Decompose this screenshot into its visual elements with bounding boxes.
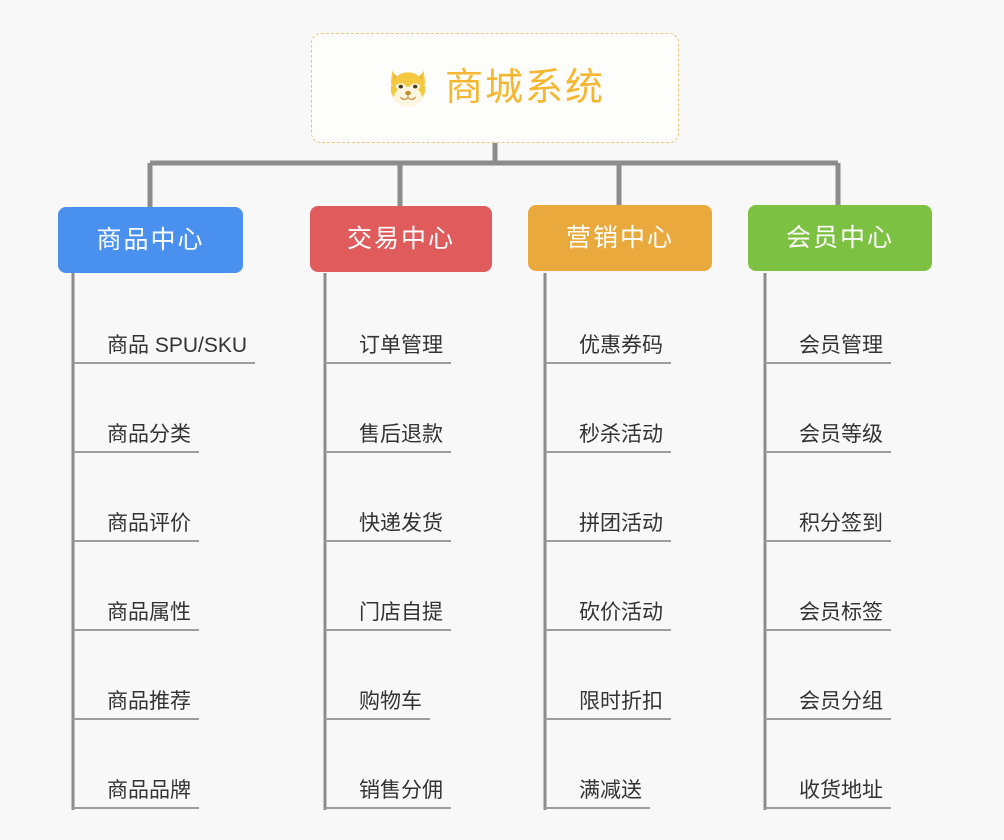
leaf-column-product-center: 商品 SPU/SKU 商品分类 商品评价 商品属性 商品推荐 商品品牌 xyxy=(73,275,256,809)
leaf-label: 积分签到 xyxy=(765,513,891,542)
leaf-label: 商品分类 xyxy=(73,424,199,453)
leaf-item[interactable]: 优惠券码 xyxy=(545,275,671,364)
leaf-item[interactable]: 会员分组 xyxy=(765,631,891,720)
root-title: 商城系统 xyxy=(444,67,605,109)
root-node[interactable]: 商城系统 xyxy=(311,33,679,143)
leaf-label: 满减送 xyxy=(545,780,650,809)
category-header-product-center[interactable]: 商品中心 xyxy=(58,207,243,273)
leaf-item[interactable]: 会员管理 xyxy=(765,275,891,364)
leaf-label: 售后退款 xyxy=(325,424,451,453)
leaf-label: 商品 SPU/SKU xyxy=(73,335,256,364)
leaf-label: 门店自提 xyxy=(325,602,451,631)
leaf-item[interactable]: 商品分类 xyxy=(73,364,255,453)
leaf-label: 销售分佣 xyxy=(325,780,451,809)
leaf-item[interactable]: 商品 SPU/SKU xyxy=(73,275,256,364)
leaf-label: 购物车 xyxy=(325,691,430,720)
leaf-item[interactable]: 商品属性 xyxy=(73,542,255,631)
category-label: 会员中心 xyxy=(785,223,894,252)
leaf-label: 会员分组 xyxy=(765,691,891,720)
leaf-label: 拼团活动 xyxy=(545,513,671,542)
leaf-item[interactable]: 秒杀活动 xyxy=(545,364,671,453)
category-header-marketing-center[interactable]: 营销中心 xyxy=(528,205,712,271)
leaf-label: 商品属性 xyxy=(73,602,199,631)
leaf-label: 订单管理 xyxy=(325,335,451,364)
leaf-label: 收货地址 xyxy=(765,780,891,809)
leaf-label: 会员管理 xyxy=(765,335,891,364)
leaf-item[interactable]: 商品评价 xyxy=(73,453,255,542)
leaf-item[interactable]: 订单管理 xyxy=(325,275,451,364)
leaf-item[interactable]: 商品品牌 xyxy=(73,720,255,809)
category-label: 交易中心 xyxy=(346,224,455,253)
leaf-label: 限时折扣 xyxy=(545,691,671,720)
leaf-item[interactable]: 积分签到 xyxy=(765,453,891,542)
leaf-item[interactable]: 快递发货 xyxy=(325,453,451,542)
leaf-item[interactable]: 会员标签 xyxy=(765,542,891,631)
leaf-label: 会员标签 xyxy=(765,602,891,631)
leaf-item[interactable]: 满减送 xyxy=(545,720,671,809)
leaf-item[interactable]: 销售分佣 xyxy=(325,720,451,809)
leaf-item[interactable]: 砍价活动 xyxy=(545,542,671,631)
leaf-item[interactable]: 售后退款 xyxy=(325,364,451,453)
leaf-label: 会员等级 xyxy=(765,424,891,453)
leaf-label: 砍价活动 xyxy=(545,602,671,631)
leaf-item[interactable]: 门店自提 xyxy=(325,542,451,631)
leaf-item[interactable]: 拼团活动 xyxy=(545,453,671,542)
leaf-item[interactable]: 收货地址 xyxy=(765,720,891,809)
leaf-label: 秒杀活动 xyxy=(545,424,671,453)
category-label: 营销中心 xyxy=(565,223,674,252)
category-header-member-center[interactable]: 会员中心 xyxy=(748,205,932,271)
leaf-label: 优惠券码 xyxy=(545,335,671,364)
leaf-column-marketing-center: 优惠券码 秒杀活动 拼团活动 砍价活动 限时折扣 满减送 xyxy=(545,275,671,809)
leaf-item[interactable]: 购物车 xyxy=(325,631,451,720)
leaf-item[interactable]: 限时折扣 xyxy=(545,631,671,720)
leaf-column-trade-center: 订单管理 售后退款 快递发货 门店自提 购物车 销售分佣 xyxy=(325,275,451,809)
leaf-label: 快递发货 xyxy=(325,513,451,542)
leaf-label: 商品品牌 xyxy=(73,780,199,809)
shiba-dog-face-icon xyxy=(390,70,426,107)
leaf-label: 商品推荐 xyxy=(73,691,199,720)
leaf-item[interactable]: 商品推荐 xyxy=(73,631,255,720)
leaf-item[interactable]: 会员等级 xyxy=(765,364,891,453)
category-header-trade-center[interactable]: 交易中心 xyxy=(310,206,492,272)
leaf-label: 商品评价 xyxy=(73,513,199,542)
leaf-column-member-center: 会员管理 会员等级 积分签到 会员标签 会员分组 收货地址 xyxy=(765,275,891,809)
category-label: 商品中心 xyxy=(96,225,205,254)
